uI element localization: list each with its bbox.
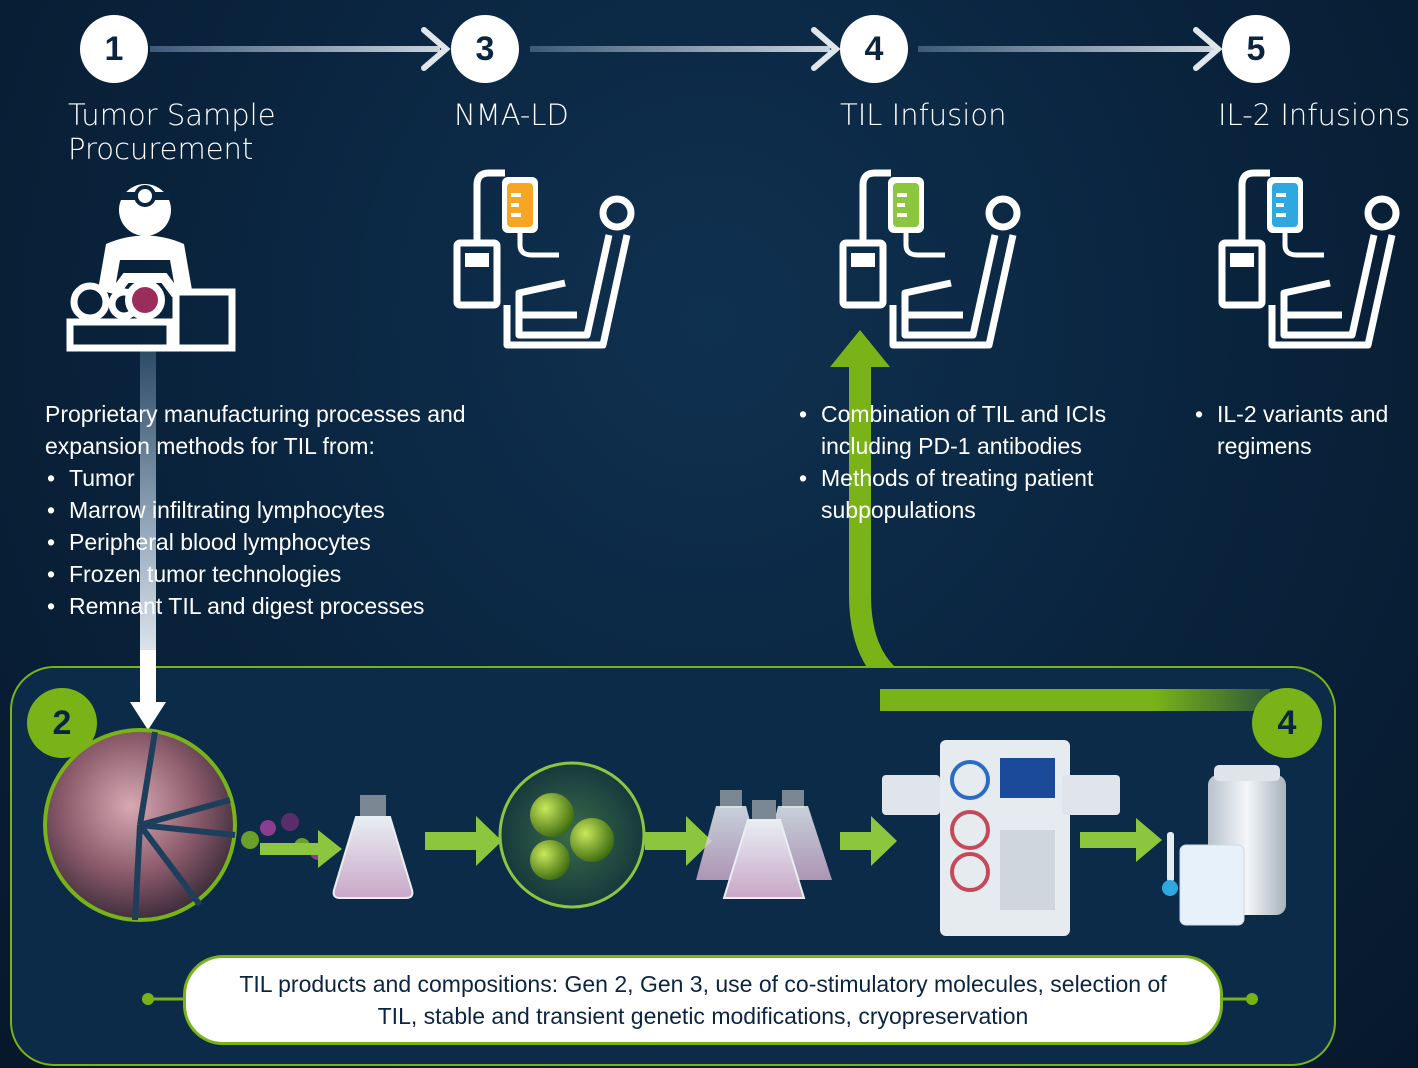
cell-cluster-icon bbox=[498, 761, 646, 909]
step-3-title: NMA-LD bbox=[454, 98, 569, 132]
iv-chair-icon bbox=[453, 169, 635, 349]
surgeon-icon bbox=[66, 184, 236, 352]
list-item: Peripheral blood lymphocytes bbox=[45, 526, 515, 558]
process-step-2-circle: 2 bbox=[27, 688, 97, 758]
step-5-title: IL-2 Infusions bbox=[1218, 98, 1411, 132]
process-step-4-circle: 4 bbox=[1252, 688, 1322, 758]
flow-arrow bbox=[260, 830, 342, 868]
flow-arrow bbox=[840, 816, 897, 866]
flow-arrow bbox=[425, 816, 502, 866]
step-1-circle: 1 bbox=[80, 15, 148, 83]
step-4-title: TIL Infusion bbox=[840, 98, 1007, 132]
procurement-arrow-tip bbox=[130, 650, 166, 730]
il2-bullets: IL-2 variants and regimens bbox=[1193, 398, 1418, 462]
step-3-circle: 3 bbox=[451, 15, 519, 83]
top-flow-arrows bbox=[150, 27, 1223, 71]
iv-chair-icon bbox=[839, 169, 1021, 349]
list-item: Tumor bbox=[45, 462, 515, 494]
il2-description: IL-2 variants and regimens bbox=[1193, 398, 1418, 462]
list-item: Remnant TIL and digest processes bbox=[45, 590, 515, 622]
infusion-description: Combination of TIL and ICIs including PD… bbox=[797, 398, 1112, 526]
arrow-3-to-4 bbox=[530, 27, 841, 71]
list-item: Methods of treating patient subpopulatio… bbox=[797, 462, 1112, 526]
flow-arrow bbox=[645, 816, 712, 866]
bioreactor-icon bbox=[882, 740, 1120, 936]
iv-chair-icon bbox=[1218, 169, 1400, 349]
list-item: Frozen tumor technologies bbox=[45, 558, 515, 590]
list-item: Marrow infiltrating lymphocytes bbox=[45, 494, 515, 526]
cryo-tank-icon bbox=[1179, 765, 1286, 926]
tumor-icon bbox=[43, 728, 237, 922]
flask-icon bbox=[332, 795, 414, 899]
manufacturing-bullets: Tumor Marrow infiltrating lymphocytes Pe… bbox=[45, 462, 515, 622]
infusion-bullets: Combination of TIL and ICIs including PD… bbox=[797, 398, 1112, 526]
arrow-4-to-5 bbox=[918, 27, 1223, 71]
return-arrow-end bbox=[880, 689, 1270, 711]
process-flow bbox=[43, 728, 1286, 936]
manufacturing-intro: Proprietary manufacturing processes and … bbox=[45, 401, 466, 459]
til-products-note: TIL products and compositions: Gen 2, Ge… bbox=[183, 955, 1223, 1045]
step-4-circle: 4 bbox=[840, 15, 908, 83]
thermometer-icon bbox=[1162, 832, 1178, 896]
arrow-1-to-3 bbox=[150, 27, 451, 71]
step-1-title: Tumor Sample Procurement bbox=[68, 98, 276, 166]
step-5-circle: 5 bbox=[1222, 15, 1290, 83]
manufacturing-description: Proprietary manufacturing processes and … bbox=[45, 398, 515, 622]
flow-arrow bbox=[1080, 818, 1162, 862]
list-item: IL-2 variants and regimens bbox=[1193, 398, 1418, 462]
list-item: Combination of TIL and ICIs including PD… bbox=[797, 398, 1112, 462]
flask-icon bbox=[696, 790, 832, 899]
til-products-text: TIL products and compositions: Gen 2, Ge… bbox=[239, 971, 1167, 1029]
